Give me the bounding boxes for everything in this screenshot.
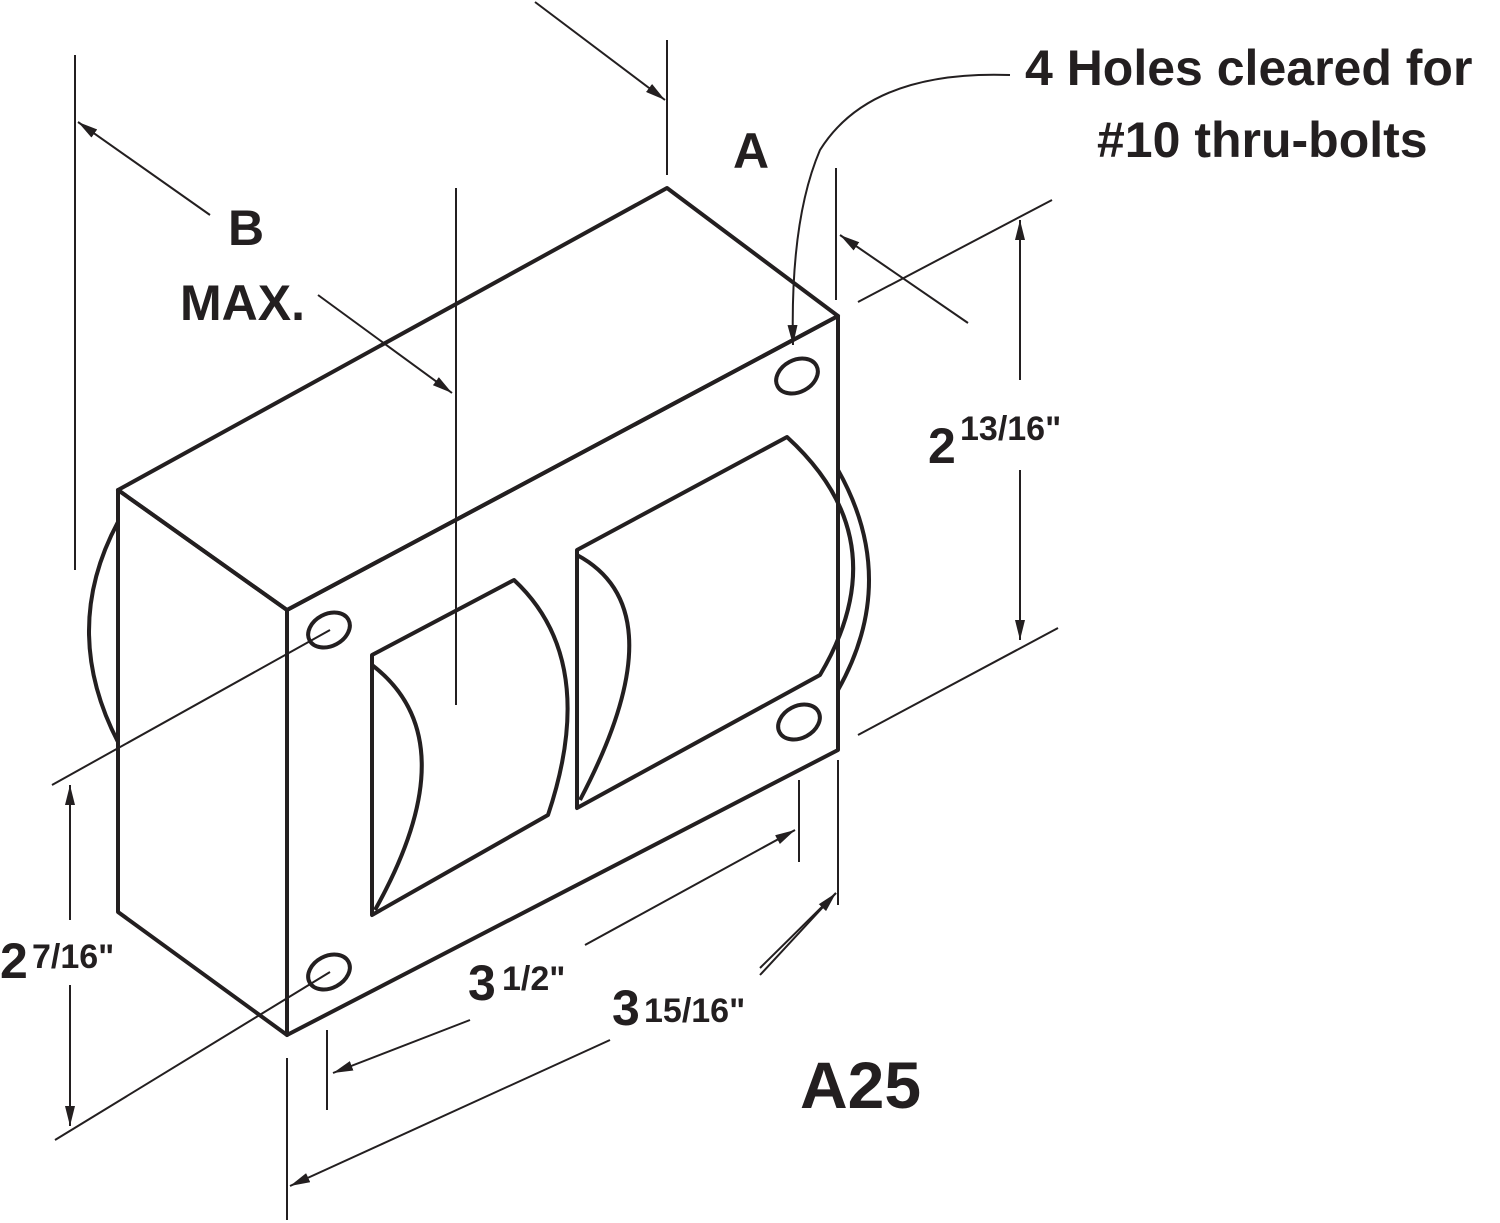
hole-spacing-frac: 1/2"	[502, 960, 565, 998]
ballast-body	[87, 186, 871, 1037]
length-whole: 3	[612, 980, 640, 1036]
left-coil-bulge	[87, 521, 120, 743]
height-left-whole: 2	[0, 933, 28, 989]
mount-hole-bottom-left	[306, 952, 352, 992]
dim-b-label: B	[228, 200, 264, 256]
coil-front-inner-arc	[370, 663, 424, 911]
mount-hole-bottom-right	[776, 702, 822, 742]
dimension-lines	[51, 1, 1059, 1220]
right-coil-bulge	[836, 469, 871, 691]
dim-a-label: A	[733, 123, 769, 179]
note-leader	[787, 73, 1011, 346]
note-line-1: 4 Holes cleared for	[1025, 40, 1472, 96]
mount-hole-top-right	[774, 356, 820, 396]
length-frac: 15/16"	[644, 992, 745, 1030]
coil-rear-inner-arc	[576, 553, 632, 801]
box-front-face	[285, 314, 840, 1037]
height-left-frac: 7/16"	[32, 938, 114, 976]
height-right-whole: 2	[928, 418, 956, 474]
box-top-face	[116, 186, 840, 612]
coil-front	[370, 578, 570, 917]
box-left-face	[116, 488, 289, 1037]
height-right-frac: 13/16"	[960, 410, 1061, 448]
dim-b-max-label: MAX.	[180, 275, 305, 331]
hole-spacing-whole: 3	[468, 955, 496, 1011]
model-label: A25	[800, 1048, 921, 1122]
note-line-2: #10 thru-bolts	[1097, 112, 1428, 168]
coil-rear	[575, 435, 856, 810]
